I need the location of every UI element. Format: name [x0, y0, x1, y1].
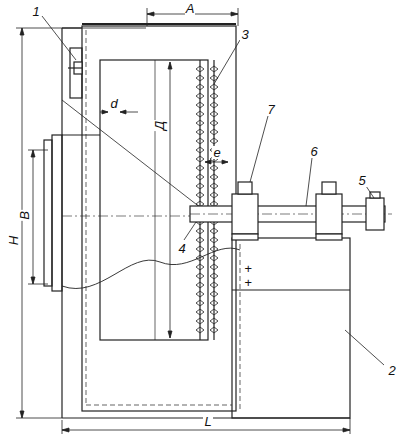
motor-frame — [232, 238, 350, 418]
shaft — [190, 206, 392, 222]
dimension-label: L — [203, 415, 212, 428]
rivet-tooth — [210, 192, 218, 198]
rivet-tooth — [210, 138, 218, 144]
callout-number: 4 — [177, 242, 186, 255]
rivet-tooth — [196, 327, 204, 333]
callout-number: 3 — [240, 28, 249, 41]
rivet-tooth — [196, 264, 204, 270]
rivet-tooth — [196, 138, 204, 144]
rivet-tooth — [210, 111, 218, 117]
rivet-tooth — [196, 111, 204, 117]
rivet-tooth — [210, 264, 218, 270]
callout-number: 6 — [309, 145, 318, 158]
rivet-tooth — [210, 318, 218, 324]
dimension-label: H — [7, 234, 20, 245]
rivet-tooth — [210, 75, 218, 81]
rivet-tooth — [210, 282, 218, 288]
rivet-tooth — [196, 75, 204, 81]
rivet-tooth — [196, 318, 204, 324]
rivet-tooth — [196, 309, 204, 315]
rivet-tooth — [196, 84, 204, 90]
rivet-tooth — [210, 183, 218, 189]
bearing — [232, 182, 342, 240]
leader-lines — [42, 16, 384, 365]
rivet-row — [196, 66, 218, 333]
rivet-tooth — [210, 309, 218, 315]
impeller — [62, 60, 214, 340]
rivet-tooth — [196, 120, 204, 126]
rivet-tooth — [196, 300, 204, 306]
rivet-tooth — [196, 237, 204, 243]
rivet-tooth — [196, 174, 204, 180]
weld-mark: + — [243, 276, 253, 289]
rivet-tooth — [196, 129, 204, 135]
callout-number: 2 — [387, 364, 396, 377]
rivet-tooth — [210, 228, 218, 234]
rivet-tooth — [196, 183, 204, 189]
dimension-label: d — [109, 97, 118, 110]
rivet-tooth — [210, 273, 218, 279]
rivet-tooth — [196, 282, 204, 288]
rivet-tooth — [196, 273, 204, 279]
break-line — [62, 248, 240, 288]
rivet-tooth — [196, 66, 204, 72]
rivet-tooth — [210, 102, 218, 108]
dimension-label: A — [185, 2, 196, 15]
dimension-label: Д — [154, 119, 167, 130]
rivet-tooth — [196, 102, 204, 108]
rivet-tooth — [210, 93, 218, 99]
rivet-tooth — [210, 300, 218, 306]
rivet-tooth — [210, 237, 218, 243]
callout-number: 1 — [31, 5, 40, 18]
rivet-tooth — [210, 129, 218, 135]
rivet-tooth — [210, 165, 218, 171]
rivet-tooth — [196, 165, 204, 171]
weld-mark: + — [243, 262, 253, 275]
rivet-tooth — [210, 66, 218, 72]
rivet-tooth — [196, 246, 204, 252]
callout-number: 7 — [266, 103, 275, 116]
rivet-tooth — [210, 120, 218, 126]
rivet-tooth — [210, 174, 218, 180]
rivet-tooth — [196, 147, 204, 153]
rivet-tooth — [210, 84, 218, 90]
rivet-tooth — [210, 327, 218, 333]
rivet-tooth — [196, 228, 204, 234]
callout-number: 5 — [357, 174, 366, 187]
coupling — [366, 192, 384, 230]
inlet-flange — [44, 135, 100, 291]
rivet-tooth — [196, 156, 204, 162]
rivet-tooth — [196, 192, 204, 198]
bolt — [68, 62, 82, 74]
dimension-label: B — [17, 210, 30, 221]
rivet-tooth — [196, 291, 204, 297]
rivet-tooth — [210, 291, 218, 297]
rivet-tooth — [196, 93, 204, 99]
rivet-tooth — [210, 255, 218, 261]
dimension-label: e — [212, 146, 221, 159]
